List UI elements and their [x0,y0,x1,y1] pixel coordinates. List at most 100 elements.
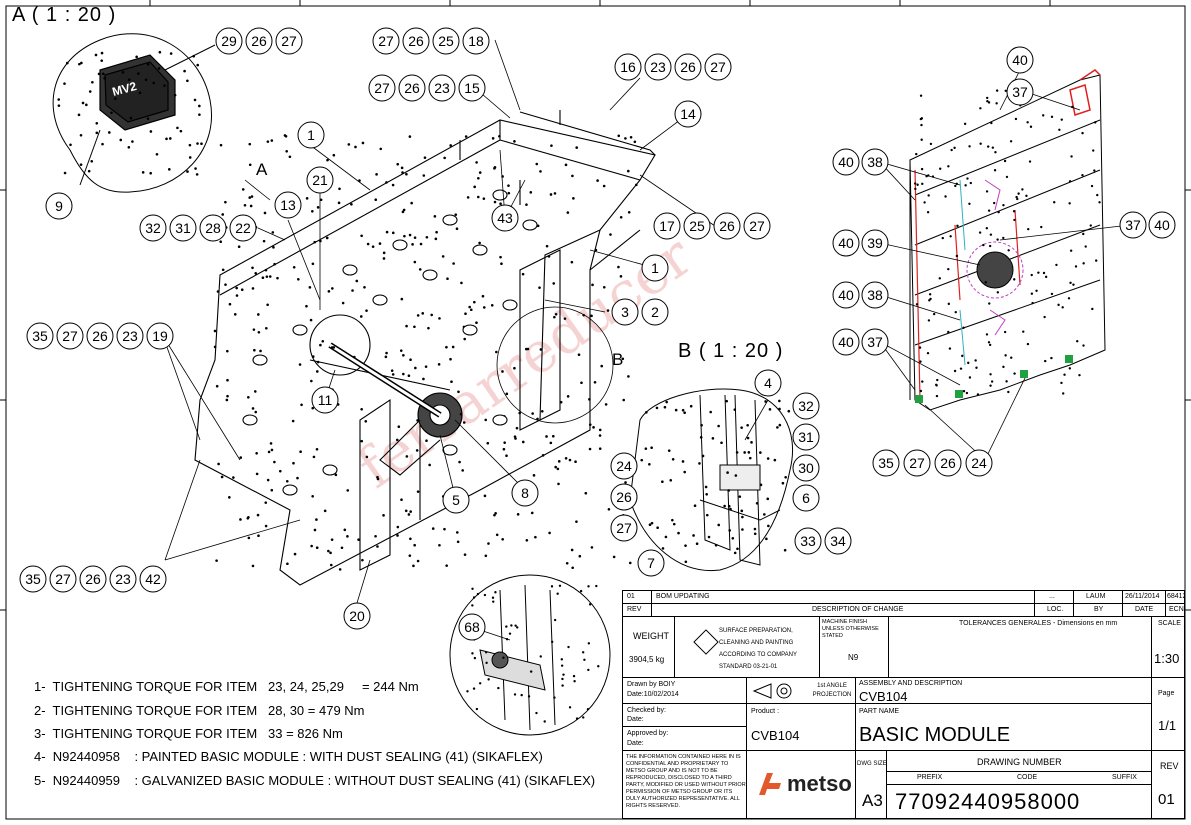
detail-b-balloon: 34 [830,533,846,549]
item-balloon-circle [402,27,430,55]
item-balloon-circle [19,565,47,593]
item-balloon-circle [614,53,642,81]
side-view-balloon: 40 [838,334,854,350]
item-balloon: 14 [680,106,696,122]
side-view-balloon-circle [861,148,889,176]
item-balloon: 1 [307,127,315,143]
item-balloon: 9 [55,198,63,214]
item-balloon-circle [245,27,273,55]
item-balloon-circle [275,27,303,55]
item-balloon: 25 [438,33,454,49]
side-view-balloon-circle [861,328,889,356]
item-balloon-circle [26,322,54,350]
item-balloon: 26 [404,80,420,96]
detail-b-balloon: 32 [798,398,814,414]
item-balloon-circle [641,298,669,326]
side-view-balloon: 40 [838,154,854,170]
detail-68 [449,574,611,736]
projection-symbol-icon [752,683,792,699]
detail-b-balloon-circle [824,527,852,555]
item-balloon-circle [432,27,460,55]
side-view [909,69,1106,411]
item-balloon: 16 [620,59,636,75]
side-view-balloon-circle [832,148,860,176]
item-balloon-circle [743,212,771,240]
item-balloon: 26 [85,571,101,587]
sheet-border [5,5,1186,820]
item-balloon: 19 [152,328,168,344]
item-balloon-circle [49,565,77,593]
title-block: 01 BOM UPDATING ... LAUM 26/11/2014 6841… [622,590,1185,819]
item-balloon: 18 [468,33,484,49]
item-balloon-circle [653,212,681,240]
side-view-balloon-circle [1006,46,1034,74]
item-balloon-circle [442,486,470,514]
item-balloon: 26 [408,33,424,49]
side-view-balloon: 40 [838,235,854,251]
item-balloon-circle [139,565,167,593]
item-balloon: 20 [349,608,365,624]
item-balloon-circle [56,322,84,350]
detail-b-balloon-circle [792,423,820,451]
item-balloon-circle [458,74,486,102]
item-balloon-circle [311,386,339,414]
item-balloon-circle [674,100,702,128]
item-balloon: 23 [122,328,138,344]
detail-b-balloon: 7 [647,555,655,571]
item-balloon: 27 [710,59,726,75]
detail-a [52,33,216,193]
item-balloon: 42 [145,571,161,587]
detail-b-balloon: 24 [616,458,632,474]
item-balloon: 26 [680,59,696,75]
item-balloon-circle [462,27,490,55]
item-balloon-circle [116,322,144,350]
item-balloon-circle [274,191,302,219]
item-balloon-circle [428,74,456,102]
item-balloon: 13 [280,197,296,213]
item-balloon: 31 [175,220,191,236]
side-view-balloon: 37 [1012,84,1028,100]
item-balloon: 21 [312,172,328,188]
item-balloon: 27 [378,33,394,49]
item-balloon-circle [215,27,243,55]
item-balloon-circle [674,53,702,81]
item-balloon-circle [491,204,519,232]
detail-b-balloon-circle [792,454,820,482]
detail-b-balloon-circle [792,484,820,512]
note-3: 3- TIGHTENING TORQUE FOR ITEM 33 = 826 N… [34,726,343,741]
item-balloon-circle [704,53,732,81]
detail-b-balloon-circle [610,452,638,480]
item-balloon: 29 [221,33,237,49]
detail-b-balloon-circle [754,369,782,397]
side-view-balloon: 37 [867,334,883,350]
item-balloon: 23 [434,80,450,96]
item-balloon-circle [297,121,325,149]
detail-b-title: B ( 1 : 20 ) [678,340,784,362]
side-view-balloon: 40 [1012,52,1028,68]
drawing-number: 77092440958000 [895,789,1081,814]
item-balloon: 25 [689,218,705,234]
leader-lines [162,39,1131,641]
item-balloon-circle [644,53,672,81]
item-balloon: 23 [115,571,131,587]
detail-b [629,388,794,572]
side-view-balloon-circle [832,229,860,257]
item-balloon: 32 [145,220,161,236]
item-balloon-circle [199,214,227,242]
item-balloon: 1 [651,260,659,276]
item-balloon-circle [139,214,167,242]
item-balloon-circle [611,298,639,326]
item-balloon-circle [713,212,741,240]
side-view-balloon-circle [1119,211,1147,239]
item-balloon: 28 [205,220,221,236]
side-view-balloon-circle [1148,211,1176,239]
detail-b-balloon: 26 [616,489,632,505]
side-view-balloon: 35 [878,455,894,471]
view-a-letter: A [256,160,269,179]
item-balloon: 35 [32,328,48,344]
item-balloon-circle [146,322,174,350]
detail-b-balloon: 4 [764,375,772,391]
note-1: 1- TIGHTENING TORQUE FOR ITEM 23, 24, 25… [34,679,419,694]
view-b-letter: B [612,350,625,369]
